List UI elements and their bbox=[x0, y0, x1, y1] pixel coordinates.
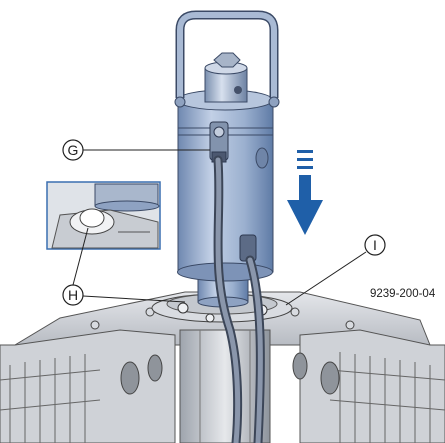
base-frame bbox=[0, 291, 445, 443]
figure-number: 9239-200-04 bbox=[370, 288, 436, 300]
callout-i-label: I bbox=[373, 237, 377, 253]
detail-inset bbox=[46, 181, 161, 250]
callout-h: H bbox=[62, 227, 186, 306]
hydraulic-hose bbox=[213, 155, 265, 443]
hydraulic-tensioner bbox=[174, 10, 280, 308]
callout-g: G bbox=[62, 139, 210, 161]
callout-i: I bbox=[285, 234, 386, 306]
down-arrow-icon bbox=[287, 150, 323, 235]
callout-h-label: H bbox=[68, 287, 78, 303]
callout-g-label: G bbox=[68, 142, 79, 158]
